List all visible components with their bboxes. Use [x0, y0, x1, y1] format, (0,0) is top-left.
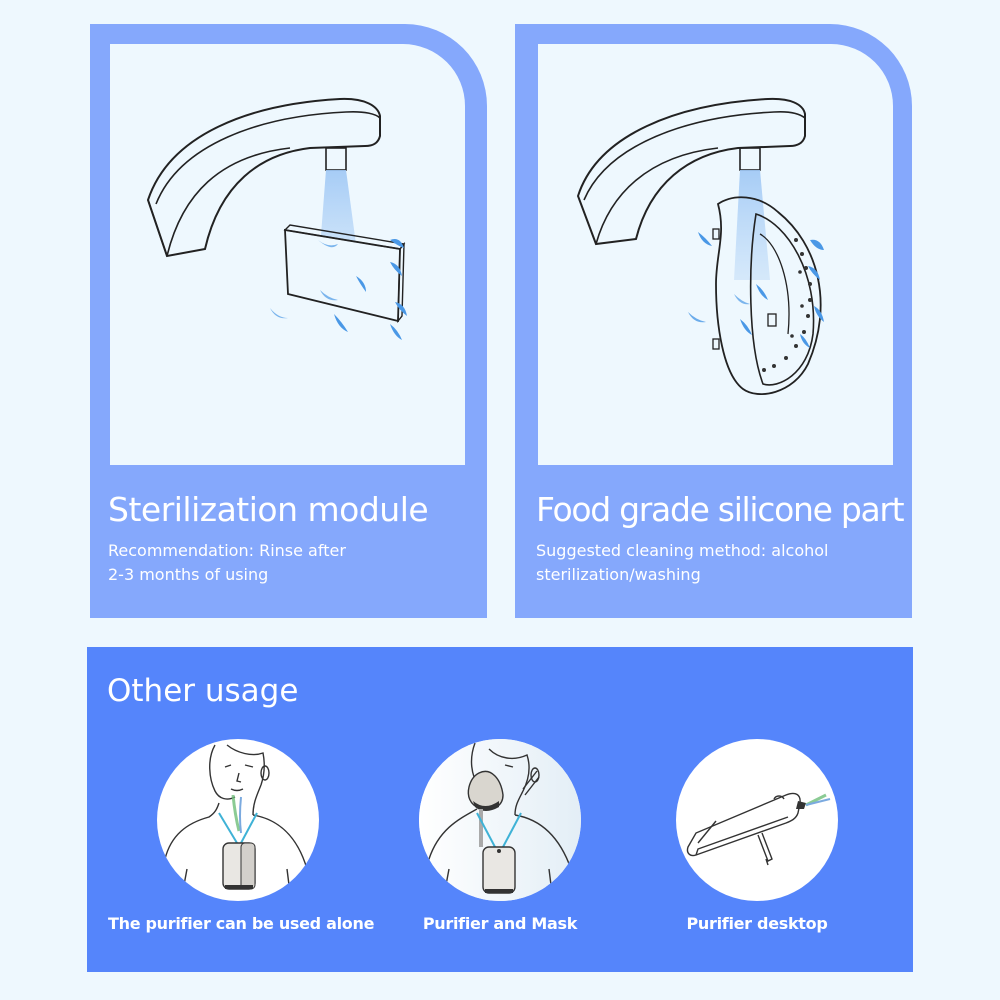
- card-description: Recommendation: Rinse after 2-3 months o…: [108, 539, 478, 587]
- section-title: Other usage: [107, 673, 299, 709]
- usage-item-alone: The purifier can be used alone: [108, 739, 375, 939]
- faucet-rinsing-silicone-illustration: [576, 97, 824, 396]
- sterilization-module-image: [110, 44, 465, 465]
- card-title: Food grade silicone part: [536, 490, 905, 529]
- card-description-line: Recommendation: Rinse after: [108, 541, 346, 560]
- purifier-on-desktop-stand: [686, 792, 831, 866]
- silicone-part-card: Food grade silicone part Suggested clean…: [515, 24, 912, 618]
- usage-image-circle: [157, 739, 319, 901]
- usage-label: Purifier and Mask: [422, 914, 578, 933]
- usage-item-mask: Purifier and Mask: [370, 739, 630, 939]
- card-description-line: sterilization/washing: [536, 565, 701, 584]
- usage-label: Purifier desktop: [686, 914, 828, 933]
- other-usage-section: Other usage: [87, 647, 913, 972]
- card-description: Suggested cleaning method: alcohol steri…: [536, 539, 906, 587]
- card-description-line: 2-3 months of using: [108, 565, 269, 584]
- card-title: Sterilization module: [108, 490, 429, 529]
- person-wearing-mask-with-purifier: [419, 739, 581, 901]
- usage-image-circle: [419, 739, 581, 901]
- person-wearing-purifier-necklace: [160, 744, 308, 901]
- usage-item-desktop: Purifier desktop: [627, 739, 887, 939]
- silicone-part-image: [538, 44, 893, 465]
- usage-image-circle: [676, 739, 838, 901]
- sterilization-module-card: Sterilization module Recommendation: Rin…: [90, 24, 487, 618]
- usage-label: The purifier can be used alone: [108, 914, 375, 933]
- card-description-line: Suggested cleaning method: alcohol: [536, 541, 829, 560]
- faucet-rinsing-module-illustration: [146, 97, 407, 340]
